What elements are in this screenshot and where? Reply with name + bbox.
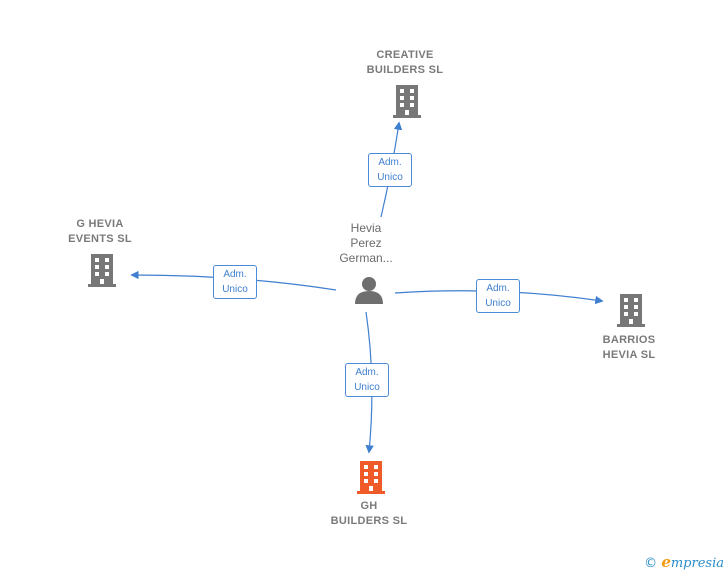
company-label-creative[interactable]: CREATIVE BUILDERS SL [345,48,465,78]
edge-label-ghevia[interactable]: Adm. Unico [213,265,257,299]
company-label-ghevia[interactable]: G HEVIA EVENTS SL [40,217,160,247]
edge-label-gh[interactable]: Adm. Unico [345,363,389,397]
company-label-barrios[interactable]: BARRIOS HEVIA SL [569,333,689,363]
person-name-line-2: Perez [350,236,382,250]
company-name-line-2: EVENTS SL [68,233,132,245]
company-name-line-1: G HEVIA [76,218,124,230]
person-icon[interactable] [355,277,383,304]
edge-role-line-1: Adm. [223,269,247,280]
brand-initial: e [661,553,671,571]
edge-role-line-1: Adm. [355,367,379,378]
brand-footer[interactable]: © empresia [644,553,724,571]
company-name-line-1: GH [360,500,378,512]
copyright-symbol: © [644,556,658,571]
company-name-line-2: BUILDERS SL [366,64,444,76]
edge-label-barrios[interactable]: Adm. Unico [476,279,520,313]
edge-label-creative[interactable]: Adm. Unico [368,153,412,187]
building-icon-ghevia[interactable] [88,254,116,287]
building-icon-barrios[interactable] [617,294,645,327]
company-name-line-1: CREATIVE [376,49,434,61]
edge-role-line-2: Unico [354,382,380,393]
company-name-line-2: HEVIA SL [602,349,656,361]
brand-name: mpresia [670,556,724,571]
company-name-line-1: BARRIOS [602,334,656,346]
person-name-line-1: Hevia [350,221,382,235]
person-name-line-3: German... [339,251,393,265]
building-icon-creative[interactable] [393,85,421,118]
edge-role-line-2: Unico [485,298,511,309]
company-name-line-2: BUILDERS SL [330,515,408,527]
edge-role-line-1: Adm. [486,283,510,294]
company-label-gh[interactable]: GH BUILDERS SL [309,499,429,529]
building-icon-gh[interactable] [357,461,385,494]
edge-role-line-2: Unico [222,284,248,295]
person-name[interactable]: Hevia Perez German... [326,221,406,266]
edge-role-line-2: Unico [377,172,403,183]
edge-role-line-1: Adm. [378,157,402,168]
